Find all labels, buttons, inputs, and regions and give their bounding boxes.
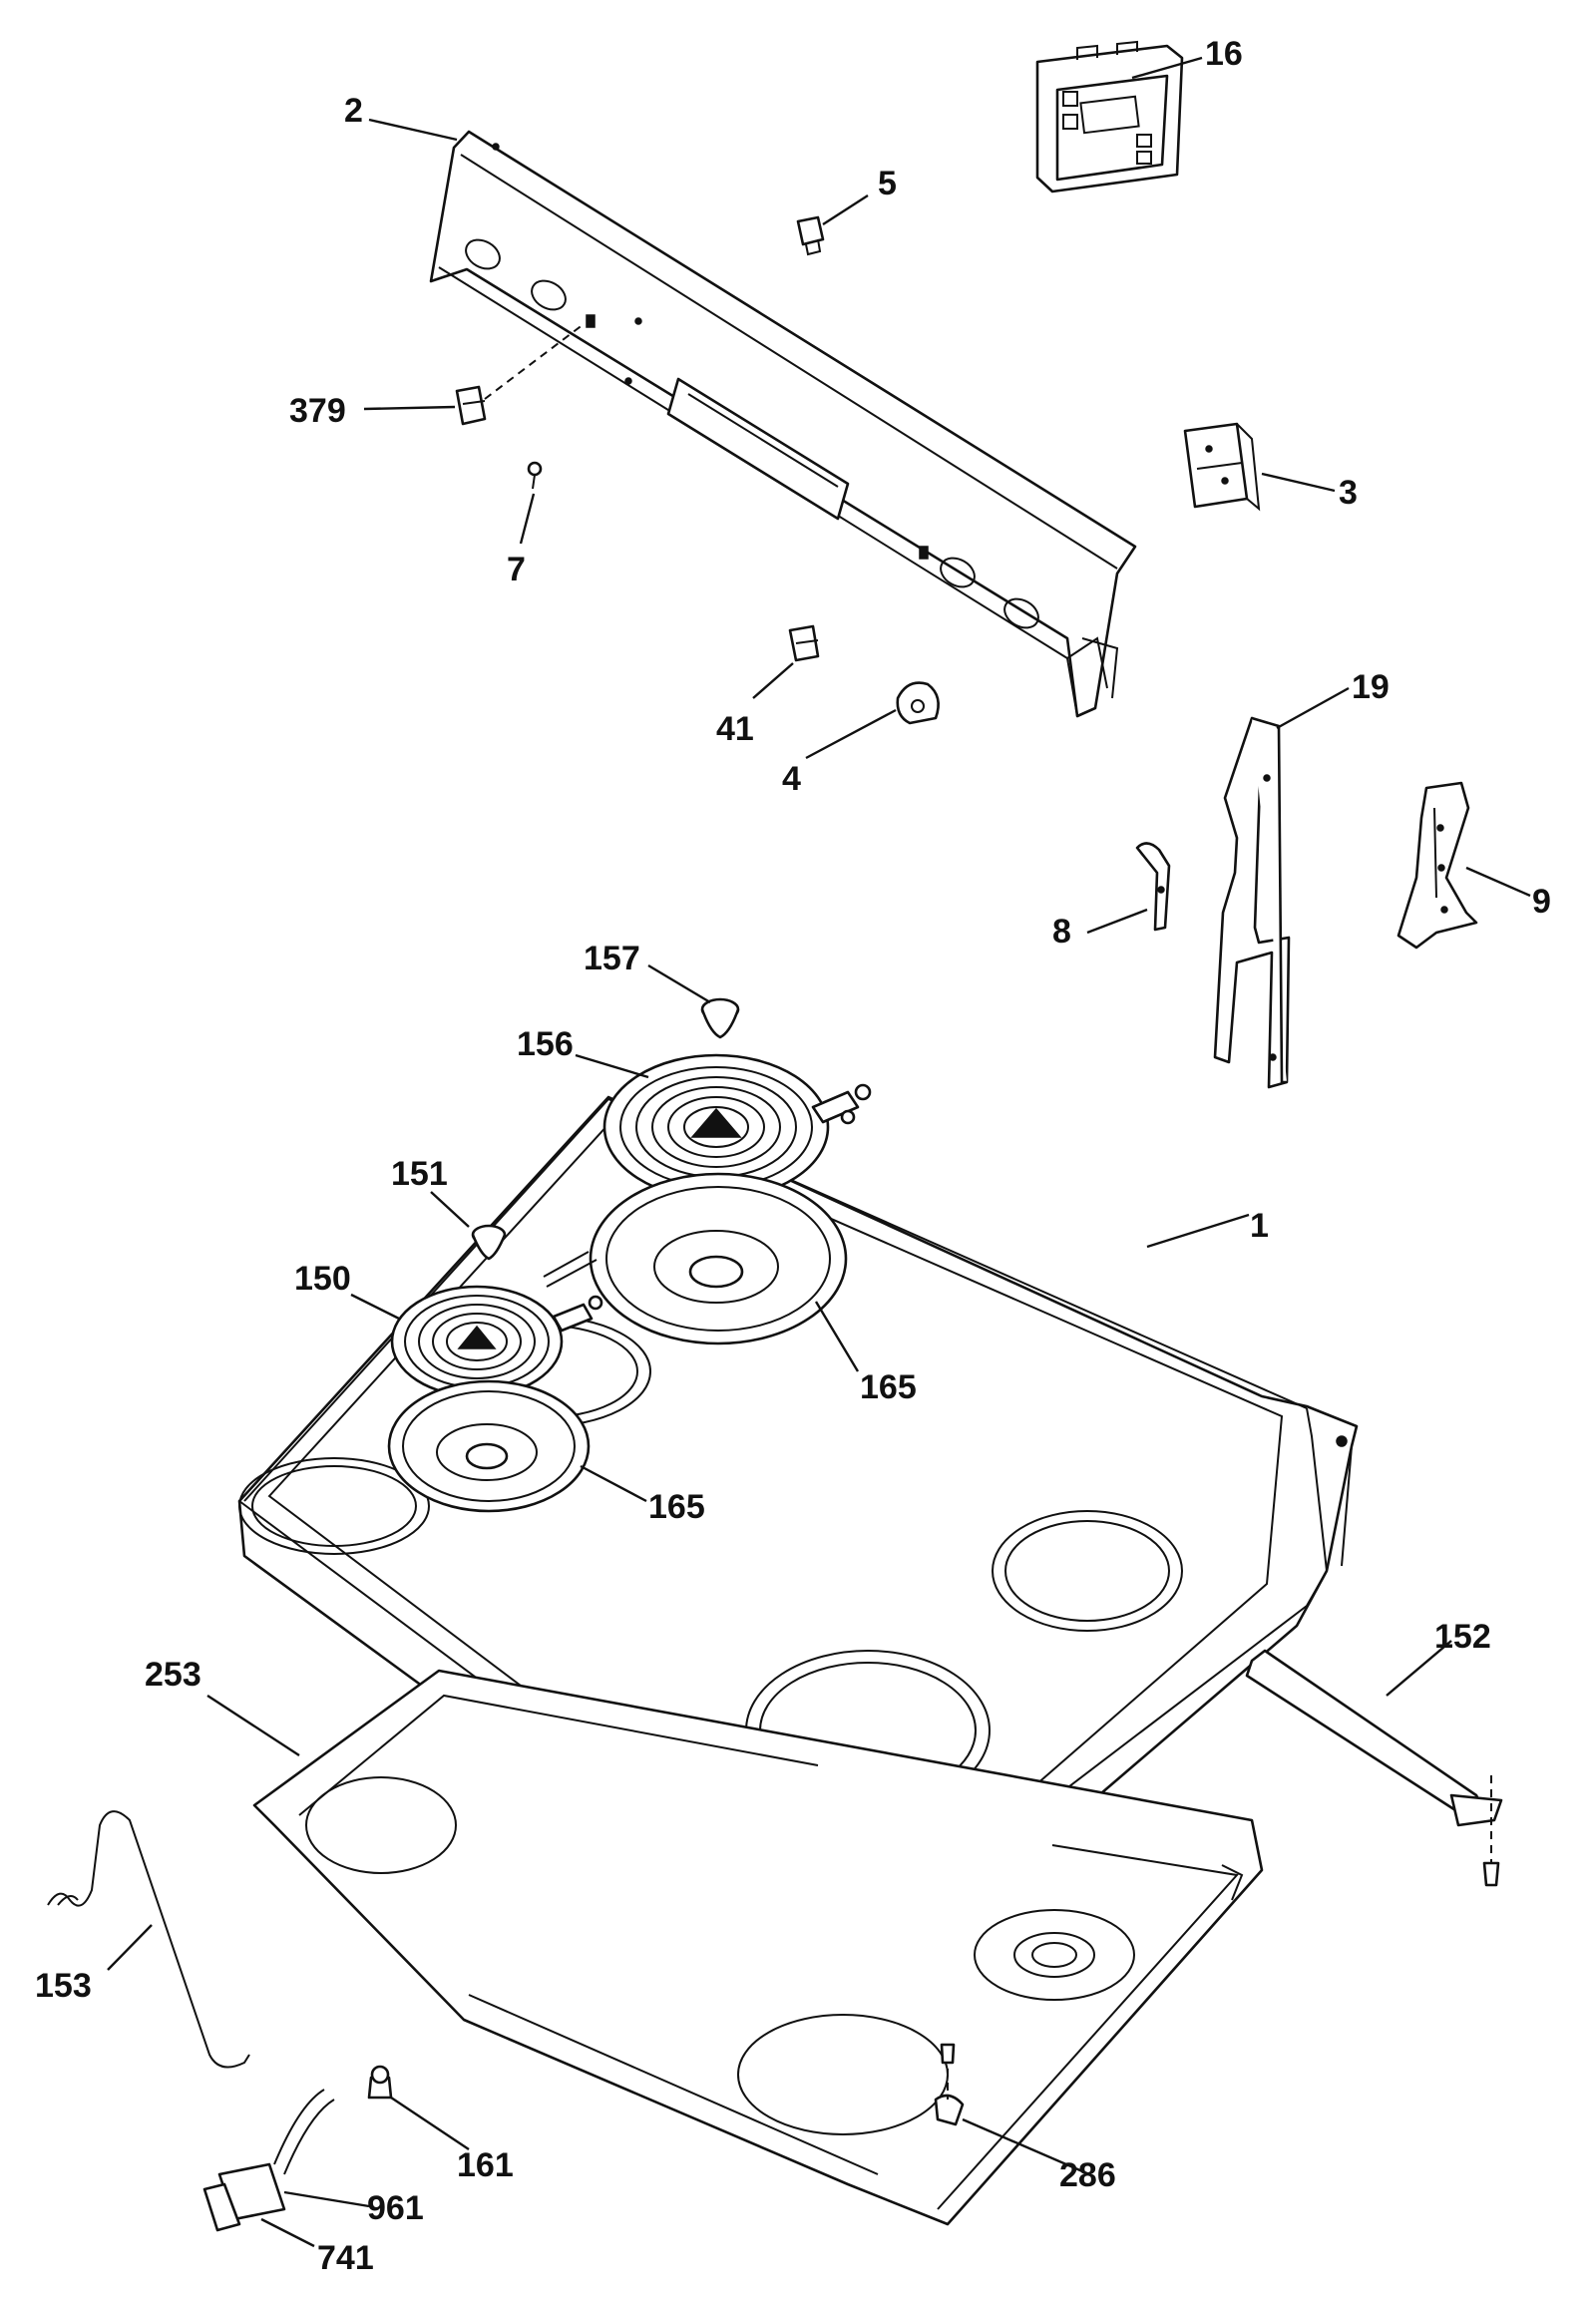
callout-16: 16 <box>1205 35 1243 73</box>
callout-253: 253 <box>145 1656 201 1694</box>
part-157-cap <box>700 997 740 1039</box>
callout-156: 156 <box>517 1025 574 1063</box>
part-19-side-bracket <box>1213 716 1291 1089</box>
leader-lines <box>107 56 1531 2248</box>
part-165-drip-bowl-front <box>387 1379 591 1513</box>
callout-741: 741 <box>317 2239 374 2277</box>
part-151-cap <box>471 1224 507 1261</box>
callout-4: 4 <box>782 760 801 798</box>
part-150-small-surface-unit <box>390 1285 603 1398</box>
part-2-control-panel <box>429 130 1137 718</box>
part-4-knob <box>896 681 940 725</box>
callout-41: 41 <box>716 710 754 748</box>
part-379-switch <box>455 385 487 426</box>
part-165-drip-bowl-rear <box>589 1172 848 1345</box>
part-152-rod <box>1245 1649 1503 1887</box>
callout-labels: 2 16 5 3 379 7 41 4 19 8 9 157 156 151 1… <box>35 35 1551 2277</box>
part-3-switch <box>1183 422 1261 512</box>
callout-2: 2 <box>344 92 363 130</box>
callout-9: 9 <box>1532 883 1551 921</box>
part-161-screw <box>367 2065 393 2100</box>
callout-286: 286 <box>1059 2156 1116 2194</box>
part-7-screw <box>527 461 543 490</box>
part-253-bottom-pan <box>252 1669 1264 2226</box>
callout-165-front: 165 <box>648 1488 705 1526</box>
callout-961: 961 <box>367 2189 424 2227</box>
callout-1: 1 <box>1250 1207 1269 1245</box>
part-156-large-surface-unit <box>602 1053 872 1201</box>
part-41-switch <box>788 624 820 662</box>
callout-152: 152 <box>1434 1618 1491 1656</box>
callout-157: 157 <box>584 940 640 977</box>
callout-7: 7 <box>507 551 526 588</box>
part-153-wire <box>47 1810 250 2069</box>
callout-8: 8 <box>1052 913 1071 951</box>
part-9-bracket <box>1396 781 1478 950</box>
part-16-clock-control <box>1035 40 1184 193</box>
part-5-switch <box>796 215 825 256</box>
callout-151: 151 <box>391 1155 448 1193</box>
callout-5: 5 <box>878 165 897 202</box>
part-379-dashed-leader <box>484 323 585 400</box>
callout-379: 379 <box>289 392 346 430</box>
callout-161: 161 <box>457 2146 514 2184</box>
callout-153: 153 <box>35 1967 92 2005</box>
bowl-tab-mark <box>543 1251 590 1278</box>
callout-150: 150 <box>294 1260 351 1298</box>
callout-3: 3 <box>1339 474 1358 512</box>
part-961-terminal-block <box>202 2089 335 2232</box>
bowl-tab-mark-2 <box>546 1259 598 1288</box>
part-8-clip <box>1135 842 1171 932</box>
callout-165-rear: 165 <box>860 1368 917 1406</box>
callout-19: 19 <box>1352 668 1390 706</box>
part-286-clip <box>934 2043 965 2126</box>
